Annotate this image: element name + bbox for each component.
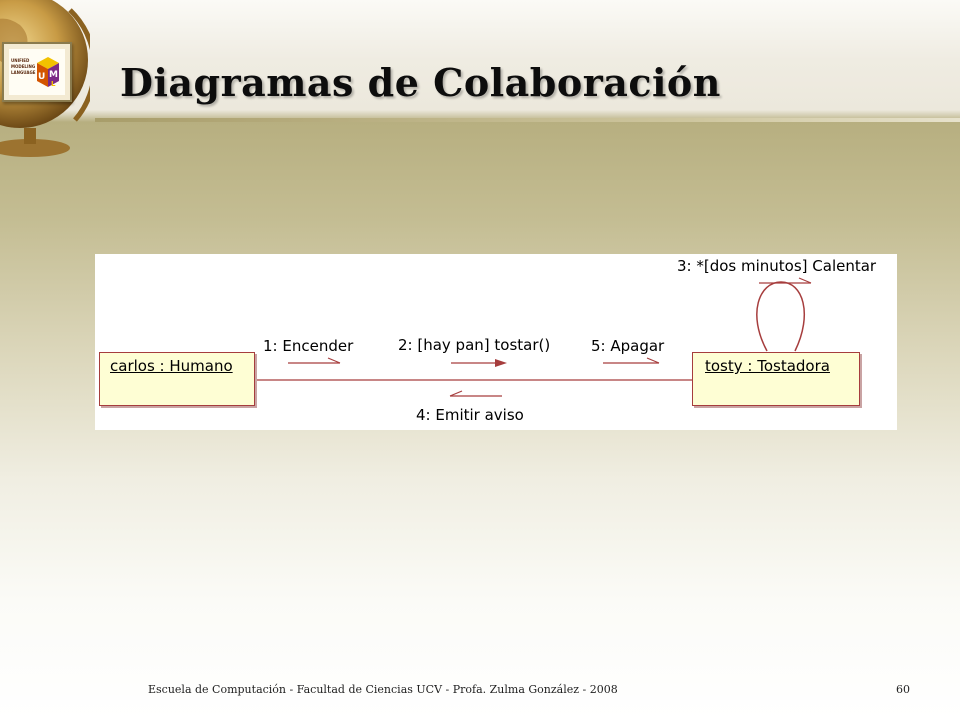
uml-logo-line2: MODELING [11, 64, 36, 69]
uml-logo-text: UNIFIED MODELING LANGUAGE [11, 58, 37, 76]
object-tosty-name: tosty : Tostadora [705, 357, 830, 375]
footer-credit: Escuela de Computación - Facultad de Cie… [148, 683, 618, 696]
page-number: 60 [896, 683, 910, 696]
svg-text:U: U [38, 72, 45, 82]
collaboration-diagram: carlos : Humano tosty : Tostadora 1: Enc… [95, 254, 897, 430]
svg-text:L: L [51, 80, 56, 88]
message-1-label: 1: Encender [263, 337, 354, 355]
message-3-arrow [759, 277, 812, 284]
self-link-loop [756, 281, 805, 352]
object-carlos-name: carlos : Humano [110, 357, 233, 375]
uml-cube-icon: U M L [37, 57, 59, 88]
uml-logo-line1: UNIFIED [11, 58, 30, 63]
message-5-label: 5: Apagar [591, 337, 665, 355]
message-3-label: 3: *[dos minutos] Calentar [677, 257, 877, 275]
object-carlos: carlos : Humano [99, 352, 255, 406]
uml-logo-line3: LANGUAGE [11, 70, 36, 75]
message-1-arrow [288, 357, 341, 364]
message-5-arrow [603, 357, 660, 364]
page-title: Diagramas de Colaboración [120, 60, 721, 105]
diagram-canvas [255, 277, 812, 397]
svg-text:M: M [49, 70, 58, 80]
message-2-label: 2: [hay pan] tostar() [398, 336, 551, 354]
message-4-label: 4: Emitir aviso [416, 406, 524, 424]
message-2-arrow [451, 359, 507, 367]
object-tosty: tosty : Tostadora [692, 352, 860, 406]
uml-logo-inner: UNIFIED MODELING LANGUAGE U M L [9, 49, 65, 95]
title-divider [95, 118, 960, 122]
uml-logo: UNIFIED MODELING LANGUAGE U M L [2, 42, 72, 102]
message-4-arrow [449, 390, 502, 397]
